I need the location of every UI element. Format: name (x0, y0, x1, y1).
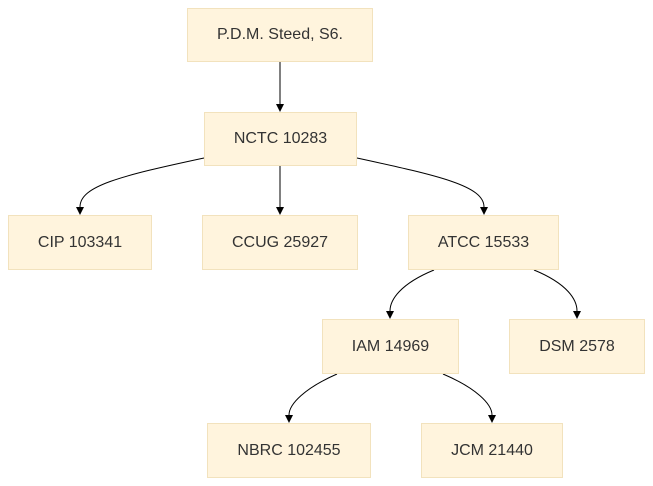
arrowhead-iam (386, 311, 394, 319)
edge-atcc-dsm (533, 269, 578, 312)
node-jcm: JCM 21440 (421, 423, 563, 478)
node-nbrc: NBRC 102455 (207, 423, 371, 478)
arrowhead-dsm (573, 311, 581, 319)
edge-iam-jcm (442, 373, 493, 416)
arrowhead-ccug (276, 207, 284, 215)
arrowhead-nbrc (285, 415, 293, 423)
arrowhead-cip (76, 207, 84, 215)
node-iam: IAM 14969 (322, 319, 459, 374)
edge-nctc-atcc (356, 157, 485, 208)
node-nctc: NCTC 10283 (204, 112, 357, 166)
node-ccug: CCUG 25927 (202, 215, 358, 270)
node-atcc: ATCC 15533 (408, 215, 559, 270)
edge-nctc-cip (79, 157, 205, 208)
node-cip: CIP 103341 (8, 215, 152, 270)
edge-atcc-iam (389, 269, 435, 312)
node-dsm: DSM 2578 (509, 319, 645, 374)
node-steed: P.D.M. Steed, S6. (187, 8, 373, 62)
arrowhead-jcm (488, 415, 496, 423)
edge-iam-nbrc (288, 373, 338, 416)
arrowhead-nctc (276, 104, 284, 112)
arrowhead-atcc (480, 207, 488, 215)
